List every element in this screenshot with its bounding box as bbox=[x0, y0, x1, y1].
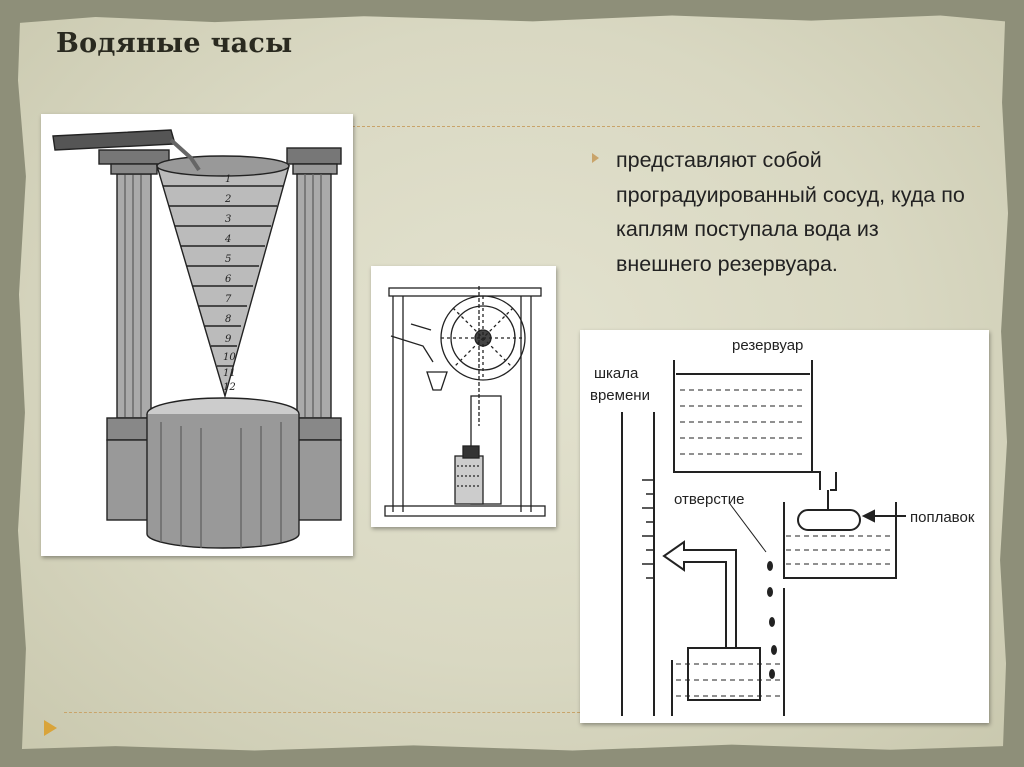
cone-number: 3 bbox=[225, 214, 231, 225]
bullet-marker-icon bbox=[592, 153, 599, 163]
reservoir-label: резервуар bbox=[732, 337, 803, 354]
cone-number: 6 bbox=[225, 274, 232, 285]
description-text: представляют собой проградуированный сос… bbox=[616, 148, 965, 276]
hole-label: отверстие bbox=[674, 491, 744, 508]
slide-title: Водяные часы bbox=[56, 28, 293, 59]
float-label: поплавок bbox=[910, 509, 975, 526]
cone-number: 1 bbox=[225, 174, 231, 185]
cone-number: 4 bbox=[224, 234, 231, 245]
divider-bottom bbox=[64, 712, 580, 713]
cone-number: 12 bbox=[223, 382, 236, 393]
divider-top bbox=[352, 126, 980, 127]
time-scale-label-line2: времени bbox=[590, 387, 650, 404]
cone-number: 11 bbox=[223, 368, 236, 379]
cone-number: 8 bbox=[225, 314, 231, 325]
cone-number: 9 bbox=[225, 334, 232, 345]
time-scale-label-line1: шкала bbox=[594, 365, 639, 382]
cone-number: 2 bbox=[224, 194, 231, 205]
description-bullet: представляют собой проградуированный сос… bbox=[592, 143, 972, 281]
gear-water-clock-image bbox=[371, 266, 556, 527]
cone-number: 5 bbox=[225, 254, 231, 265]
cone-water-clock-image: 1 2 3 4 5 6 7 8 9 10 11 12 bbox=[41, 114, 353, 556]
cone-number: 7 bbox=[225, 294, 232, 305]
water-clock-diagram: резервуар шкала времени отверстие поплав… bbox=[580, 330, 989, 723]
next-slide-arrow-icon[interactable] bbox=[44, 720, 57, 736]
cone-number: 10 bbox=[223, 352, 236, 363]
